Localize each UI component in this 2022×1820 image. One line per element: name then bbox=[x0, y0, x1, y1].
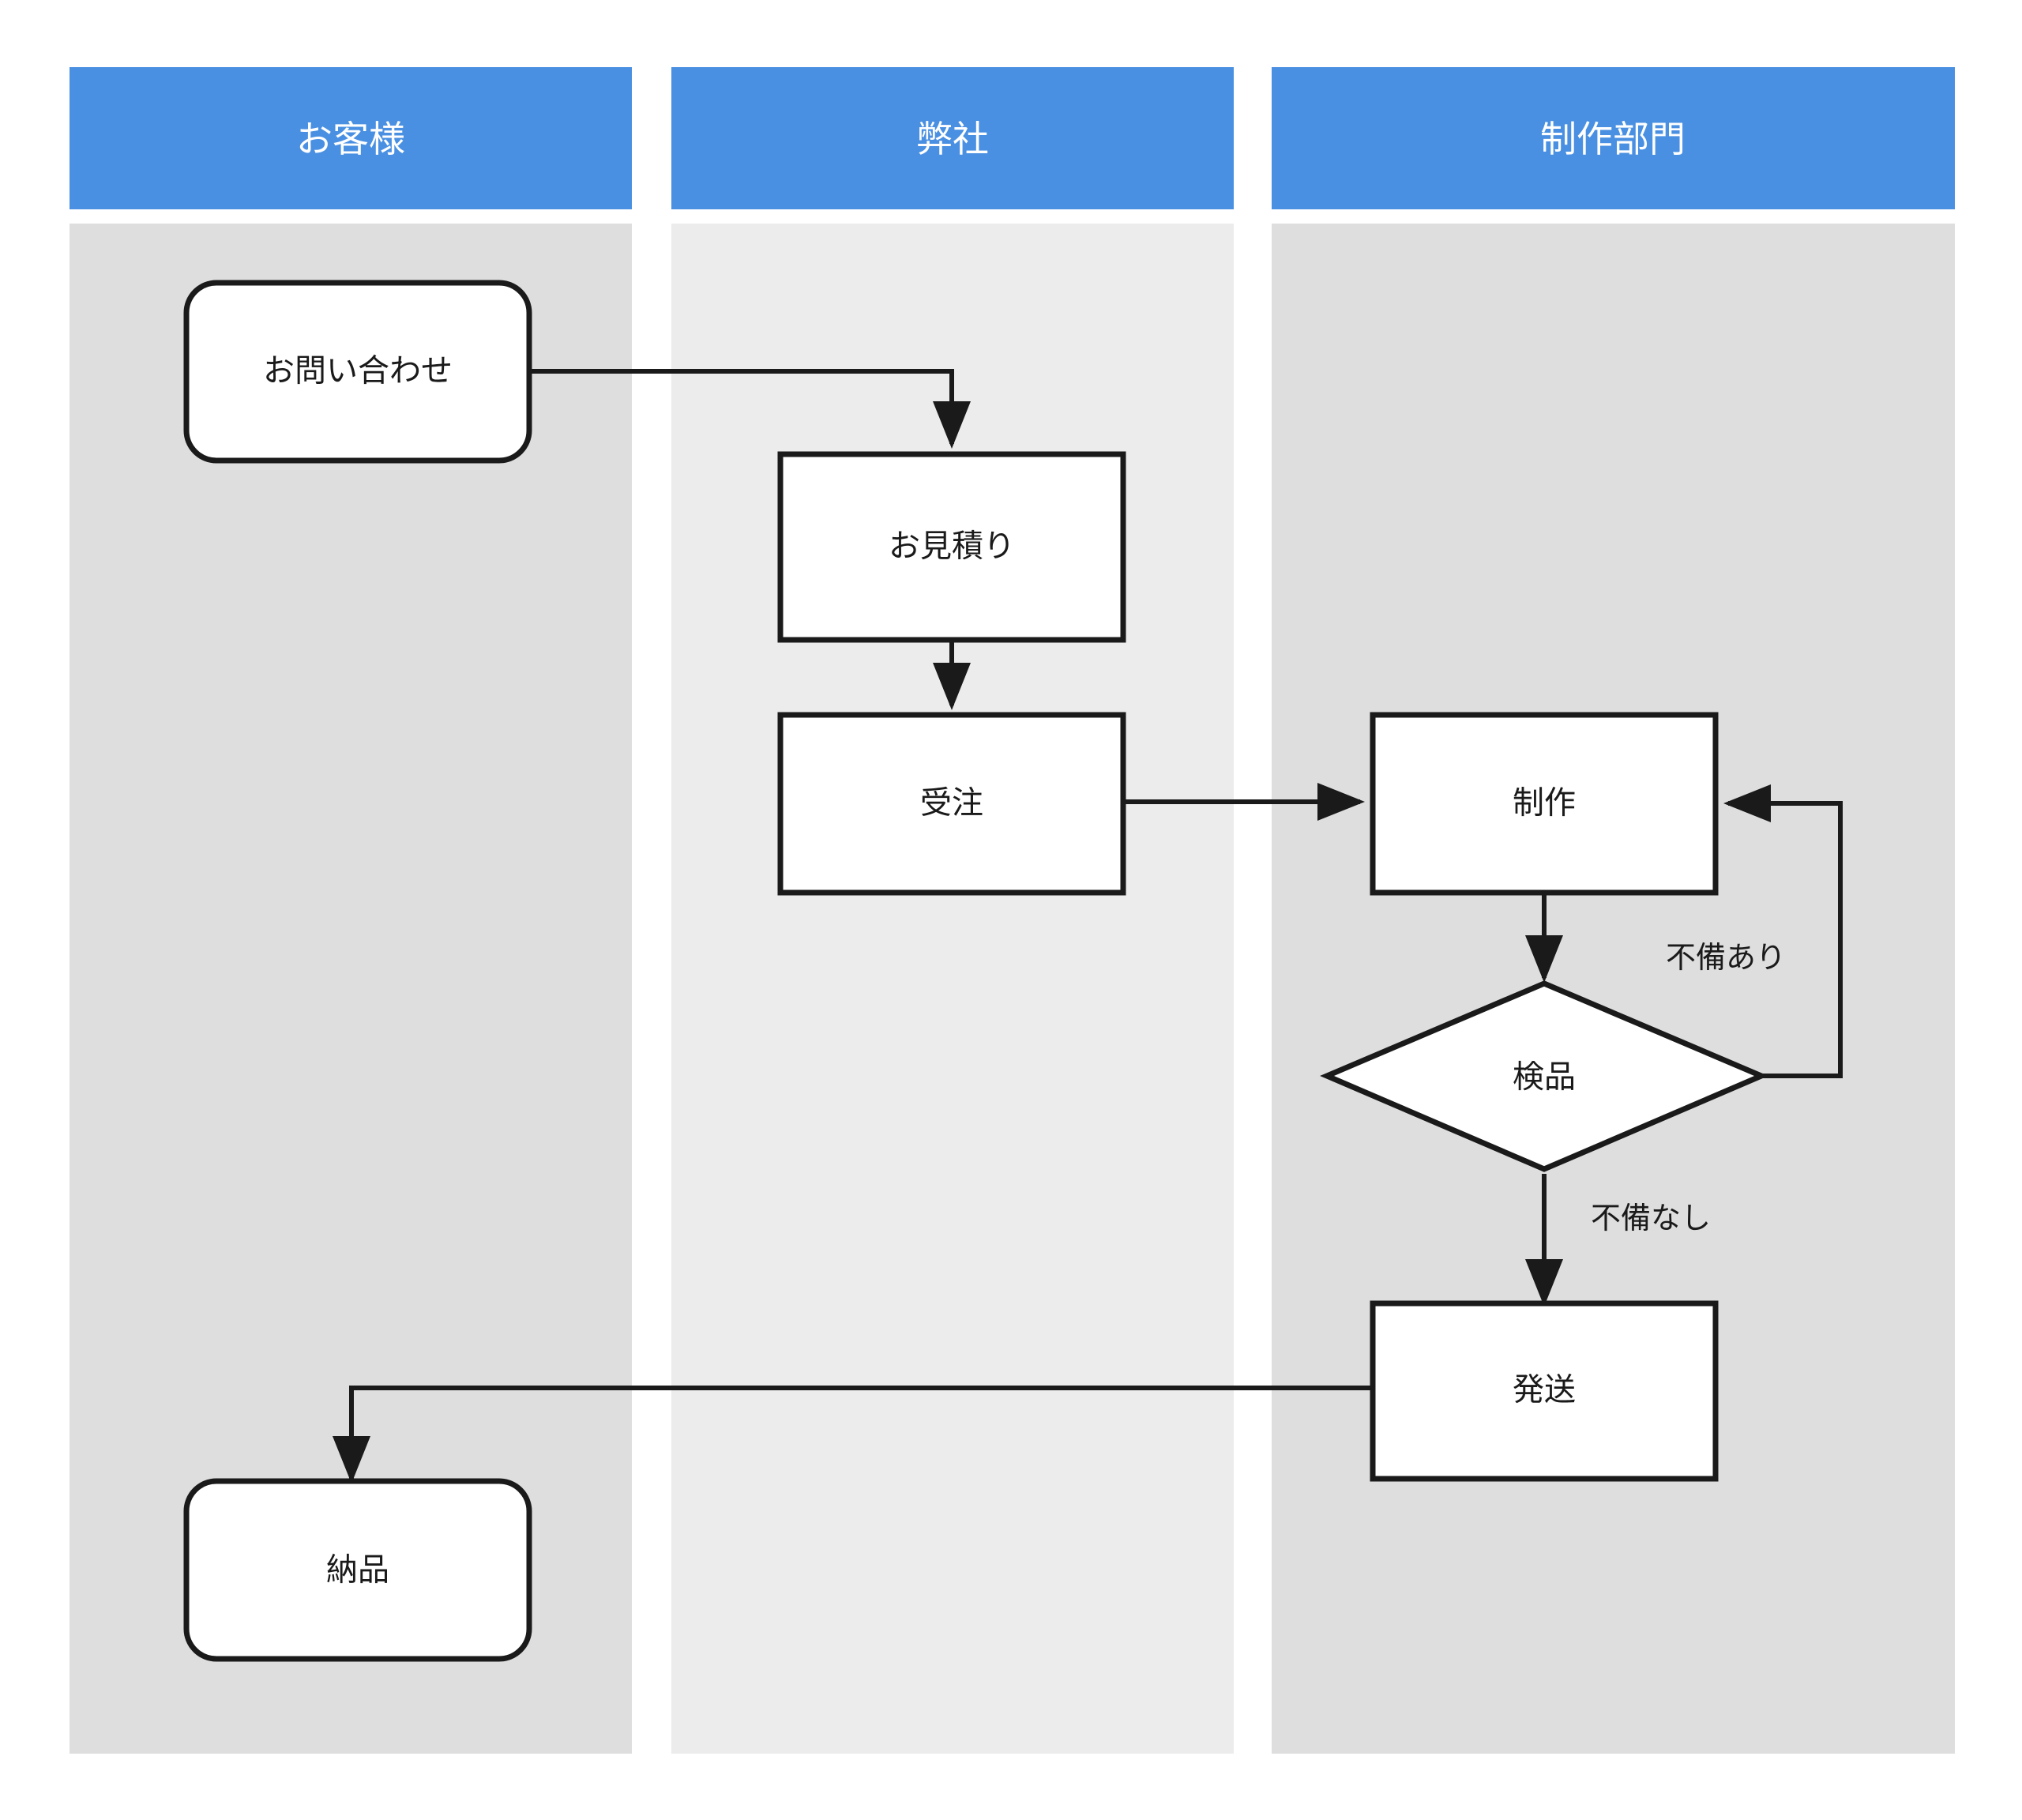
node-order-label: 受注 bbox=[920, 786, 983, 821]
node-inquiry[interactable]: お問い合わせ bbox=[183, 280, 532, 464]
node-quotation[interactable]: お見積り bbox=[777, 451, 1126, 643]
node-shipping-shape[interactable] bbox=[1370, 1300, 1719, 1482]
node-inquiry-shape[interactable] bbox=[183, 280, 532, 464]
node-production-label: 制作 bbox=[1513, 786, 1576, 821]
node-shipping[interactable]: 発送 bbox=[1370, 1300, 1719, 1482]
node-inspection-label: 検品 bbox=[1513, 1060, 1576, 1095]
lane-header-production-label: 制作部門 bbox=[1540, 118, 1686, 160]
node-order[interactable]: 受注 bbox=[777, 712, 1126, 896]
node-quotation-shape[interactable] bbox=[777, 451, 1126, 643]
lane-header-customer-bg bbox=[70, 67, 632, 209]
edge-labels: 不備あり 不備なし bbox=[1591, 942, 1786, 1235]
node-inspection-shape[interactable] bbox=[1320, 980, 1768, 1172]
node-delivery-label: 納品 bbox=[326, 1553, 389, 1588]
node-production[interactable]: 制作 bbox=[1370, 712, 1719, 896]
edge-label-defect-found: 不備あり bbox=[1666, 942, 1786, 975]
node-order-shape[interactable] bbox=[777, 712, 1126, 896]
lane-headers: お客様 弊社 制作部門 bbox=[70, 67, 1955, 209]
edge-inspection-to-production-defect bbox=[1723, 784, 1843, 1078]
edge-shipping-to-delivery bbox=[333, 1386, 1373, 1483]
lane-header-production-bg bbox=[1272, 67, 1955, 209]
edge-label-no-defect: 不備なし bbox=[1591, 1202, 1711, 1235]
edge-inquiry-to-quotation bbox=[529, 369, 971, 449]
lane-body-production bbox=[1272, 224, 1955, 1754]
edges bbox=[333, 369, 1843, 1483]
lane-header-customer-label: お客様 bbox=[296, 118, 405, 160]
lane-header-company-bg bbox=[671, 67, 1234, 209]
lane-header-company-label: 弊社 bbox=[916, 118, 989, 160]
node-delivery[interactable]: 納品 bbox=[183, 1478, 532, 1662]
node-inspection[interactable]: 検品 bbox=[1320, 980, 1768, 1172]
node-delivery-shape[interactable] bbox=[183, 1478, 532, 1662]
node-production-shape[interactable] bbox=[1370, 712, 1719, 896]
node-inquiry-label: お問い合わせ bbox=[263, 354, 453, 389]
node-shipping-label: 発送 bbox=[1513, 1373, 1576, 1408]
node-quotation-label: お見積り bbox=[889, 529, 1015, 564]
